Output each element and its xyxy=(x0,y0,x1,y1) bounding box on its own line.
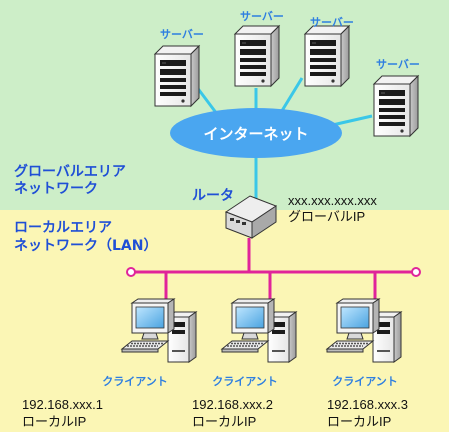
router-label: ルータ xyxy=(192,188,234,204)
global-zone-label-line1: グローバルエリア xyxy=(14,163,126,180)
local-zone-label-line1: ローカルエリア xyxy=(14,220,112,236)
client-3: クライアント 192.168.xxx.3 ローカルIP xyxy=(326,298,408,429)
router-ip: xxx.xxx.xxx.xxx xyxy=(288,193,377,208)
server-4: サーバー xyxy=(373,58,420,137)
client-2-ip-type: ローカルIP xyxy=(192,414,256,429)
client-2: クライアント 192.168.xxx.2 ローカルIP xyxy=(192,298,297,429)
lan-bus-end-right xyxy=(411,267,421,277)
server-2: サーバー xyxy=(234,10,284,87)
local-zone-label-line2: ネットワーク（LAN） xyxy=(14,238,157,254)
server-3-icon xyxy=(304,25,350,87)
lan-bus-end-left xyxy=(126,267,136,277)
server-1-icon xyxy=(154,45,200,107)
server-1-label: サーバー xyxy=(160,28,204,41)
client-3-ip-type: ローカルIP xyxy=(327,414,391,429)
client-3-label: クライアント xyxy=(332,375,398,388)
client-1: クライアント 192.168.xxx.1 ローカルIP xyxy=(22,298,197,429)
client-3-ip: 192.168.xxx.3 xyxy=(327,397,408,412)
server-2-label: サーバー xyxy=(240,10,284,23)
router-device xyxy=(224,195,278,239)
client-2-label: クライアント xyxy=(212,375,278,388)
server-3: サーバー xyxy=(304,16,354,87)
router-ip-type: グローバルIP xyxy=(288,209,365,224)
internet-label: インターネット xyxy=(203,125,308,143)
client-1-ip-type: ローカルIP xyxy=(22,414,86,429)
server-1: サーバー xyxy=(154,28,204,107)
server-2-icon xyxy=(234,25,280,87)
client-1-ip: 192.168.xxx.1 xyxy=(22,397,103,412)
server-3-label: サーバー xyxy=(310,16,354,29)
internet-cloud: インターネット xyxy=(170,108,342,158)
server-4-label: サーバー xyxy=(376,58,420,71)
server-4-icon xyxy=(373,75,419,137)
global-zone-label-line2: ネットワーク xyxy=(14,181,98,197)
client-1-label: クライアント xyxy=(102,375,168,388)
client-2-ip: 192.168.xxx.2 xyxy=(192,397,273,412)
